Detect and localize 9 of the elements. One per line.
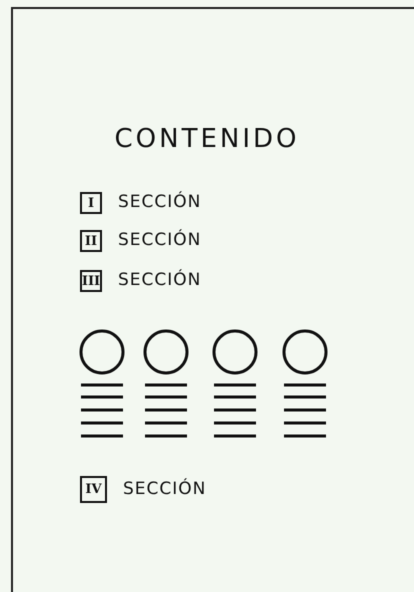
section-heading: SECCIÓN — [118, 270, 202, 290]
section-heading: SECCIÓN — [123, 478, 206, 498]
section-number-box: III — [80, 270, 102, 292]
section-number-box: II — [80, 230, 102, 252]
section-number-box: IV — [80, 476, 107, 503]
section-number-box: I — [80, 192, 102, 214]
page-title: CONTENIDO — [114, 124, 300, 154]
section-heading: SECCIÓN — [118, 230, 202, 250]
section-heading: SECCIÓN — [118, 192, 202, 212]
